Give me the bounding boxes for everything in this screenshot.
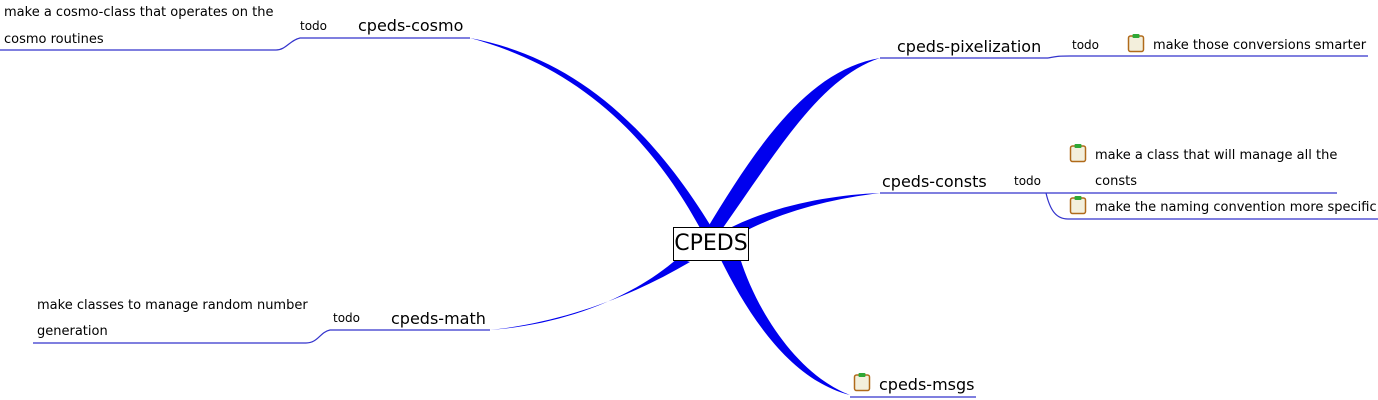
todo-label-cosmo[interactable]: todo [300, 19, 328, 33]
clipboard-note-icon [1127, 34, 1145, 53]
connector-consts-note2 [1045, 192, 1378, 220]
note-consts2-line1[interactable]: make the naming convention more specific [1095, 200, 1377, 215]
todo-label-math[interactable]: todo [333, 311, 361, 325]
clipboard-note-icon [1069, 196, 1087, 215]
connector-math-todo [33, 329, 386, 344]
branch-math [490, 258, 690, 330]
todo-label-pixelization[interactable]: todo [1072, 38, 1100, 52]
topic-cpeds-consts[interactable]: cpeds-consts [882, 172, 987, 191]
root-node-cpeds[interactable]: CPEDS [673, 227, 749, 261]
connector-cosmo-todo [0, 37, 355, 51]
note-cosmo-line2[interactable]: cosmo routines [4, 32, 104, 47]
note-pixelization-line1[interactable]: make those conversions smarter [1153, 38, 1367, 53]
todo-label-consts[interactable]: todo [1014, 174, 1042, 188]
note-consts1-line2[interactable]: consts [1095, 174, 1137, 189]
note-math-line1[interactable]: make classes to manage random number [37, 298, 308, 313]
topic-cpeds-cosmo[interactable]: cpeds-cosmo [358, 16, 464, 35]
note-consts1-line1[interactable]: make a class that will manage all the [1095, 148, 1338, 163]
topic-cpeds-msgs[interactable]: cpeds-msgs [879, 375, 975, 394]
note-math-line2[interactable]: generation [37, 324, 108, 339]
connector-pixelization-todo [1047, 55, 1368, 59]
branch-msgs [720, 258, 850, 395]
branch-cosmo [470, 38, 712, 228]
topic-cpeds-math[interactable]: cpeds-math [391, 309, 486, 328]
topic-cpeds-pixelization[interactable]: cpeds-pixelization [897, 37, 1042, 56]
branch-pixelization [705, 58, 880, 232]
clipboard-note-icon [1069, 144, 1087, 163]
clipboard-note-icon [853, 373, 871, 392]
note-cosmo-line1[interactable]: make a cosmo-class that operates on the [4, 5, 274, 20]
